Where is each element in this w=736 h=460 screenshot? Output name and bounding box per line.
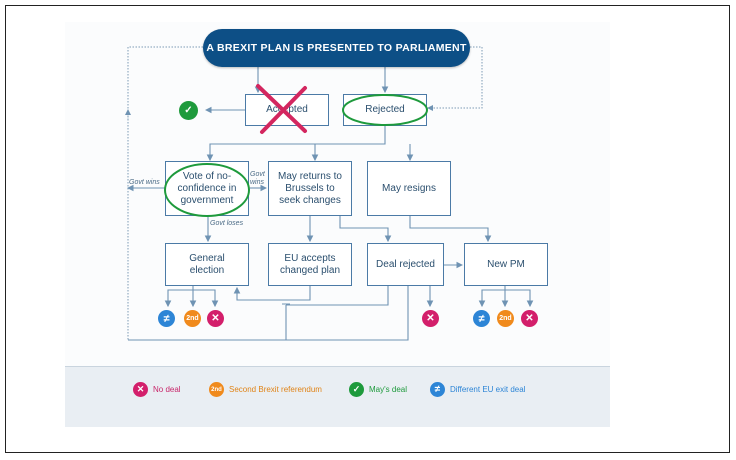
label-govt-wins-right: Govt wins (250, 171, 265, 186)
diagram-panel (65, 22, 610, 427)
title-banner: A BREXIT PLAN IS PRESENTED TO PARLIAMENT (203, 29, 470, 67)
legend-no-deal-label: No deal (153, 385, 181, 394)
node-may-resigns: May resigns (367, 161, 451, 216)
node-general-election: General election (165, 243, 249, 286)
label-govt-wins-left: Govt wins (129, 179, 160, 186)
node-new-pm: New PM (464, 243, 548, 286)
label-govt-loses: Govt loses (210, 220, 244, 227)
no-deal-badge: ✕ (207, 310, 224, 327)
mays-deal-badge: ✓ (179, 101, 198, 120)
referendum-badge: 2nd (184, 310, 201, 327)
node-eu-accepts: EU accepts changed plan (268, 243, 352, 286)
legend-different-deal-label: Different EU exit deal (450, 385, 526, 394)
image-frame (5, 5, 730, 453)
legend-mays-deal-icon: ✓ (349, 382, 364, 397)
node-deal-rejected: Deal rejected (367, 243, 444, 286)
legend-different-deal-icon: ≠ (430, 382, 445, 397)
legend-no-deal-icon: ✕ (133, 382, 148, 397)
node-accepted: Accepted (245, 94, 329, 126)
referendum-badge: 2nd (497, 310, 514, 327)
green-circle-vote (164, 163, 250, 217)
no-deal-badge: ✕ (521, 310, 538, 327)
node-may-returns: May returns to Brussels to seek changes (268, 161, 352, 216)
legend-referendum-icon: 2nd (209, 382, 224, 397)
no-deal-badge: ✕ (422, 310, 439, 327)
legend-referendum-label: Second Brexit referendum (229, 385, 322, 394)
green-circle-rejected (342, 94, 428, 126)
legend-mays-deal-label: May's deal (369, 385, 407, 394)
different-deal-badge: ≠ (473, 310, 490, 327)
legend-band (65, 366, 610, 427)
red-cross-accepted (256, 84, 307, 134)
different-deal-badge: ≠ (158, 310, 175, 327)
